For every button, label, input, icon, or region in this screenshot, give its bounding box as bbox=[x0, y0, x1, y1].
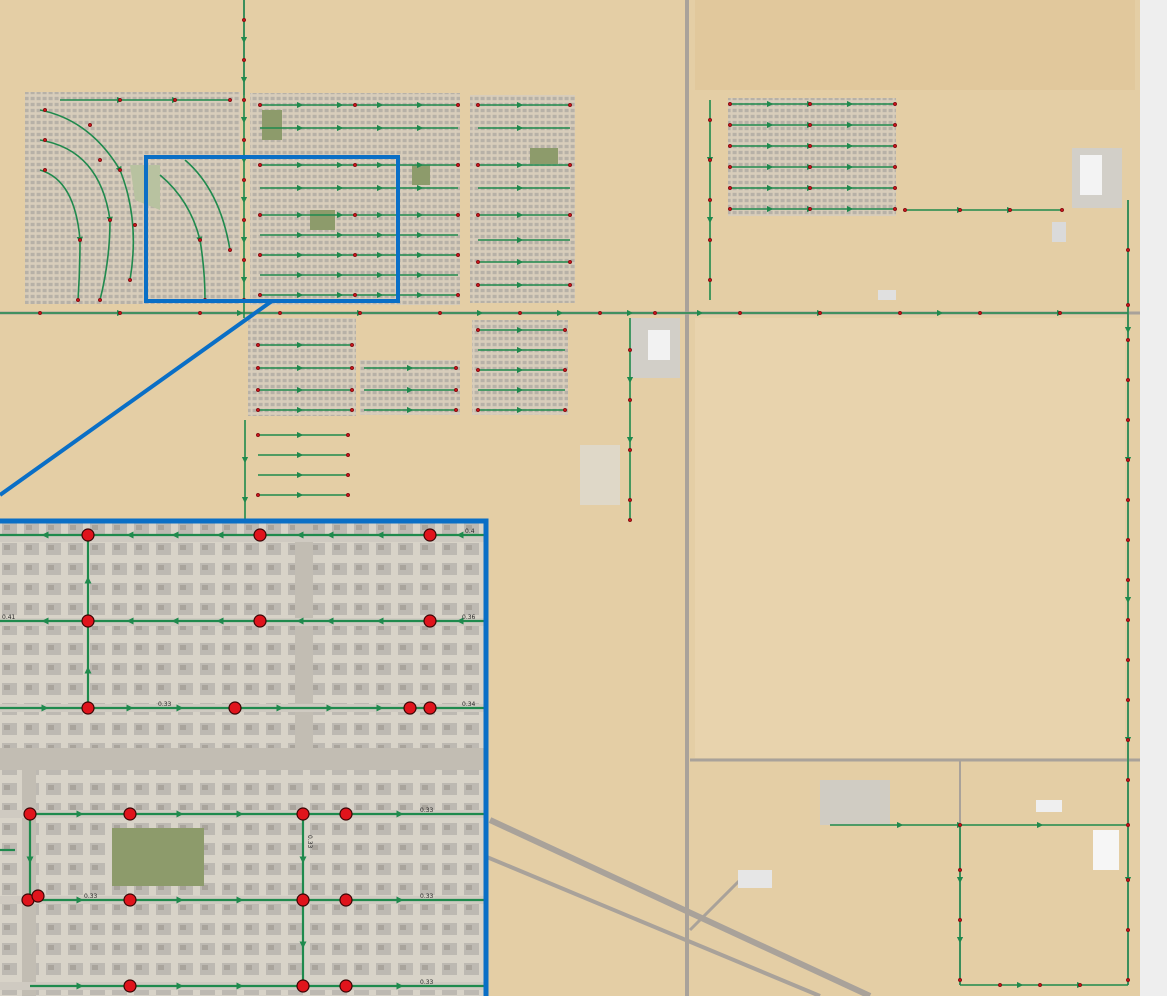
pipe-label: 0.33 bbox=[420, 979, 434, 986]
zoom-inset-frame bbox=[0, 518, 489, 996]
pipe-label: 0.34 bbox=[462, 701, 476, 708]
junction-nodes bbox=[37, 17, 1131, 988]
facility-buildings bbox=[580, 148, 1122, 888]
pipe-label: 0.33 bbox=[158, 701, 172, 708]
zoom-inset[interactable]: 0.4 0.41 0.36 0.33 0.34 0.33 0.33 0.33 0… bbox=[0, 521, 486, 996]
pipe-label: 0.41 bbox=[2, 614, 16, 621]
pipe-label: 0.33 bbox=[420, 807, 434, 814]
subdivisions bbox=[25, 92, 896, 416]
inset-junction-nodes bbox=[21, 528, 437, 993]
pipe-label: 0.4 bbox=[465, 528, 475, 535]
pipe-labels: 0.4 0.41 0.36 0.33 0.34 0.33 0.33 0.33 0… bbox=[2, 528, 476, 986]
right-margin-strip bbox=[1140, 0, 1167, 996]
pipe-label: 0.33 bbox=[84, 893, 98, 900]
pipe-label: 0.33 bbox=[306, 835, 313, 849]
desert-field-east bbox=[695, 318, 1125, 758]
pipe-label: 0.36 bbox=[462, 614, 476, 621]
park-field bbox=[112, 828, 204, 886]
pipe-label: 0.33 bbox=[420, 893, 434, 900]
desert-field-north bbox=[695, 0, 1135, 90]
zoom-leader-line bbox=[0, 299, 274, 497]
